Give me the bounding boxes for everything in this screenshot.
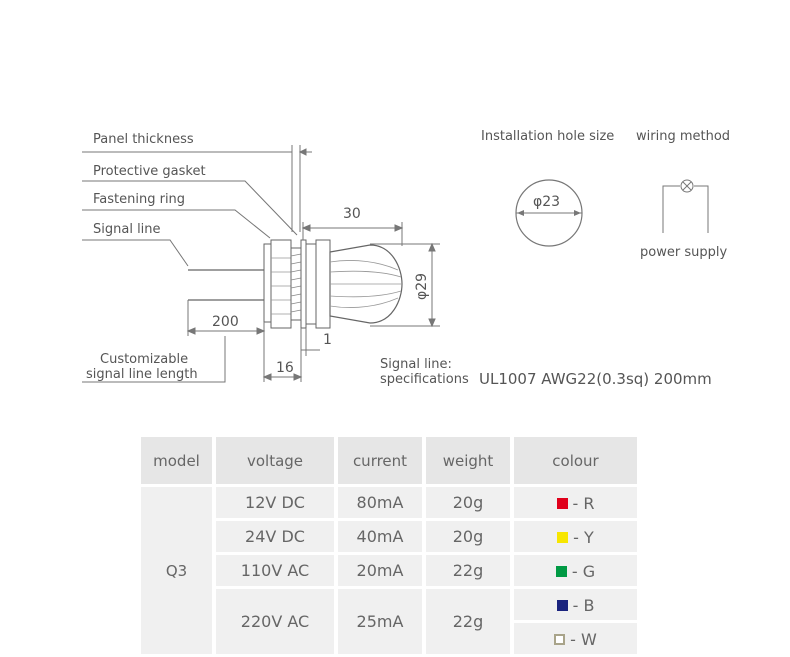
voltage-cell: 220V AC <box>216 589 334 654</box>
diameter-29-dimension <box>370 242 440 328</box>
colour-cell: - B <box>514 589 637 620</box>
table-row: Q3 12V DC 80mA 20g - R <box>141 487 637 654</box>
diameter-29-value: φ29 <box>414 273 430 300</box>
length-16-dimension <box>262 328 303 382</box>
red-swatch <box>556 497 568 509</box>
weight-cell: 22g <box>426 589 510 654</box>
weight-cell: 20g <box>426 487 510 518</box>
length-30-dimension <box>301 222 404 246</box>
model-cell: Q3 <box>141 487 212 654</box>
green-swatch <box>555 565 567 577</box>
lamp-dimension-drawing: Panel thickness Protective gasket Fasten… <box>82 129 730 388</box>
weight-cell: 20g <box>426 521 510 552</box>
blue-swatch <box>556 599 568 611</box>
voltage-cell: 110V AC <box>216 555 334 586</box>
power-supply-label: power supply <box>640 245 727 260</box>
colour-label: - B <box>572 595 595 615</box>
signal-spec-value: UL1007 AWG22(0.3sq) 200mm <box>479 370 712 388</box>
header-model: model <box>141 437 212 484</box>
install-hole-label: Installation hole size <box>481 129 614 144</box>
wiring-diagram <box>662 179 709 233</box>
length-200-value: 200 <box>212 314 239 330</box>
spec-table: model voltage current weight colour Q3 1… <box>137 434 641 657</box>
current-cell: 40mA <box>338 521 422 552</box>
install-hole-drawing <box>515 179 583 247</box>
current-cell: 80mA <box>338 487 422 518</box>
fastening-ring-label: Fastening ring <box>93 192 185 207</box>
wiring-method-label: wiring method <box>636 129 730 144</box>
colour-label: - G <box>571 561 596 581</box>
hole-diameter-value: φ23 <box>533 194 560 210</box>
table-row: - W <box>141 623 637 654</box>
weight-cell: 22g <box>426 555 510 586</box>
current-cell: 25mA <box>338 589 422 654</box>
panel-thickness-dimension <box>291 145 312 232</box>
protective-gasket-label: Protective gasket <box>93 164 206 179</box>
header-weight: weight <box>426 437 510 484</box>
header-current: current <box>338 437 422 484</box>
colour-cell: - G <box>514 555 637 586</box>
white-swatch <box>554 633 566 645</box>
length-1-value: 1 <box>323 332 332 348</box>
signal-spec-subtitle: specifications <box>380 372 469 387</box>
table-row: 220V AC 25mA 22g - B <box>141 589 637 654</box>
lamp-body <box>188 239 403 329</box>
signal-spec-title: Signal line: <box>380 357 452 372</box>
header-voltage: voltage <box>216 437 334 484</box>
colour-label: - R <box>572 493 595 513</box>
colour-cell: - W <box>514 623 637 654</box>
length-200-dimension <box>186 300 266 382</box>
customizable-label: Customizable <box>100 352 188 367</box>
leader-lines <box>82 151 298 267</box>
yellow-swatch <box>557 531 569 543</box>
colour-cell: - Y <box>514 521 637 552</box>
length-1-dimension <box>301 328 320 356</box>
voltage-cell: 12V DC <box>216 487 334 518</box>
length-30-value: 30 <box>343 206 361 222</box>
table-row: 24V DC 40mA 20g - Y <box>141 521 637 552</box>
current-cell: 20mA <box>338 555 422 586</box>
signal-line-label: Signal line <box>93 222 161 237</box>
length-16-value: 16 <box>276 360 294 376</box>
header-colour: colour <box>514 437 637 484</box>
panel-thickness-label: Panel thickness <box>93 132 194 147</box>
voltage-cell: 24V DC <box>216 521 334 552</box>
signal-line-length-label: signal line length <box>86 367 198 382</box>
colour-label: - Y <box>573 527 594 547</box>
colour-label: - W <box>570 629 597 649</box>
colour-cell: - R <box>514 487 637 518</box>
table-row: 110V AC 20mA 22g - G <box>141 555 637 586</box>
